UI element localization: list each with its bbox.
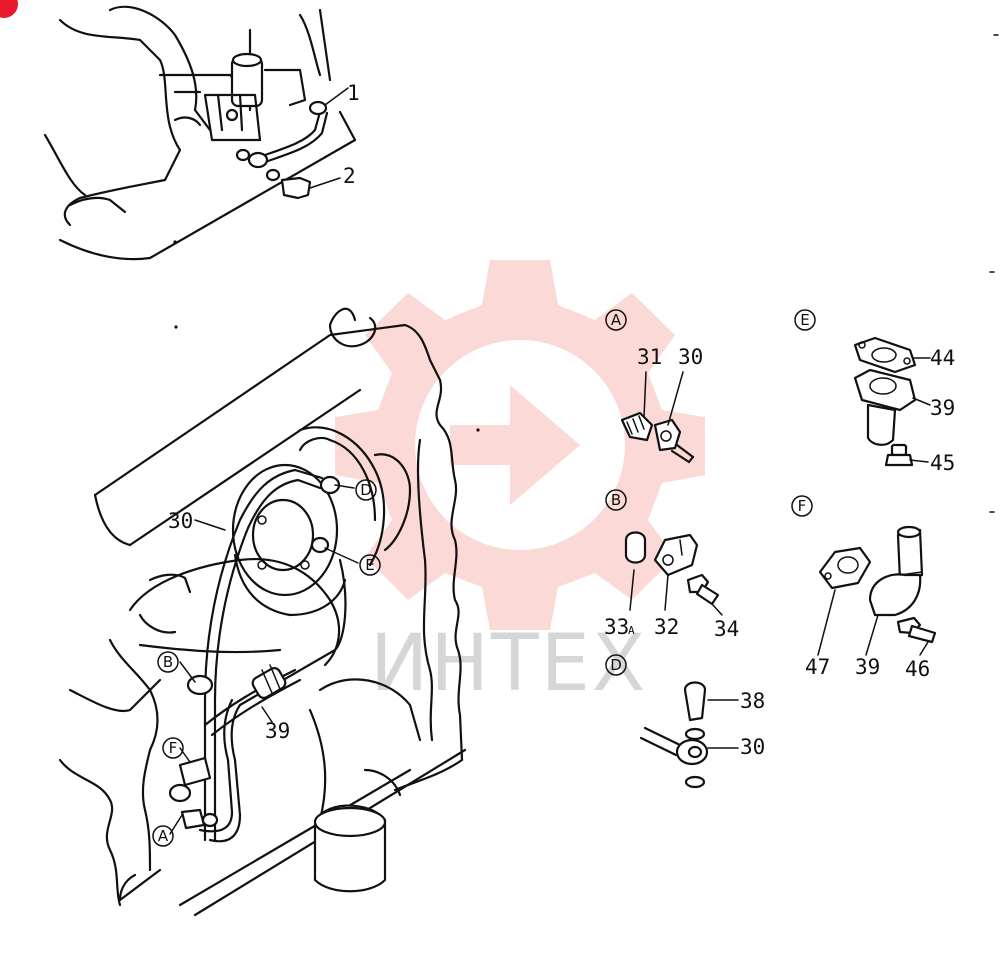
detail-B-parts (624, 531, 723, 616)
svg-text:A: A (158, 827, 169, 845)
detail-A-marker: A (605, 309, 627, 331)
watermark-text: ИНТЕХ (370, 619, 647, 709)
detail-E-parts (853, 336, 931, 467)
callout-2: 2 (343, 164, 356, 188)
callout-33A-B: 33 (604, 615, 629, 639)
watermark-gear-icon (335, 260, 705, 630)
callout-47-F: 47 (805, 655, 830, 679)
detail-A-parts (620, 371, 695, 464)
marker-F-main: F (162, 737, 184, 759)
detail-D-parts (639, 681, 739, 789)
svg-text:B: B (163, 653, 173, 671)
engine-main-illustration (58, 307, 480, 917)
svg-text:B: B (611, 491, 621, 509)
callout-30-D: 30 (740, 735, 765, 759)
marker-B-main: B (157, 651, 179, 673)
svg-text:D: D (360, 481, 372, 499)
svg-text:A: A (611, 311, 622, 329)
detail-D-marker: D (605, 654, 627, 676)
callout-32-B: 32 (654, 615, 679, 639)
top-inset-illustration (43, 5, 357, 261)
edge-ticks (989, 34, 999, 513)
callout-31-A: 31 (637, 345, 662, 369)
callout-34-B: 34 (714, 617, 739, 641)
svg-text:D: D (610, 656, 622, 674)
callout-45-E: 45 (930, 451, 955, 475)
detail-F-marker: F (791, 495, 813, 517)
detail-F-parts (817, 525, 937, 656)
svg-text:F: F (169, 739, 178, 757)
svg-text:E: E (800, 311, 809, 329)
corner-mark (0, 0, 18, 18)
marker-E-main: E (359, 554, 381, 576)
callout-44-E: 44 (930, 346, 955, 370)
callout-38-D: 38 (740, 689, 765, 713)
detail-B-marker: B (605, 489, 627, 511)
callout-1: 1 (347, 81, 360, 105)
detail-E-marker: E (794, 309, 816, 331)
callout-30-main: 30 (168, 509, 193, 533)
callout-33A-suffix: A (628, 624, 635, 637)
callout-46-F: 46 (905, 657, 930, 681)
marker-D-main: D (355, 479, 377, 501)
callout-30-A: 30 (678, 345, 703, 369)
callout-39-F: 39 (855, 655, 880, 679)
callout-39-main: 39 (265, 719, 290, 743)
svg-text:E: E (365, 556, 374, 574)
svg-text:F: F (798, 497, 807, 515)
marker-A-main: A (152, 825, 174, 847)
callout-39-E: 39 (930, 396, 955, 420)
